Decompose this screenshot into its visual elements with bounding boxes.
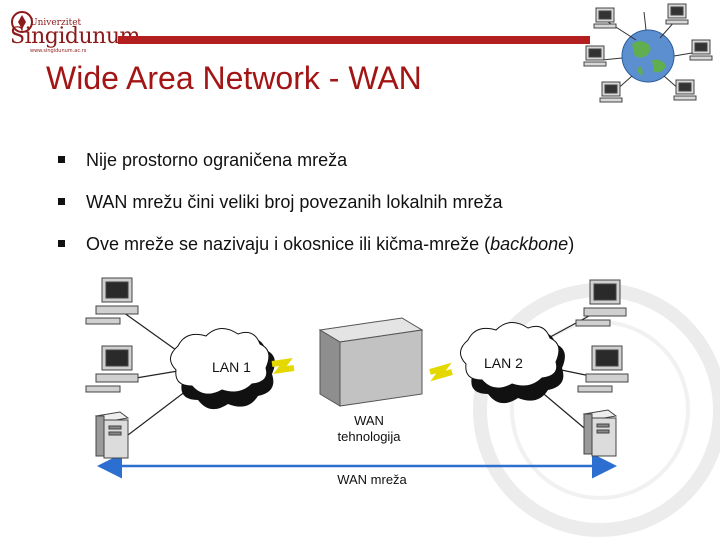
bullet-item: Nije prostorno ograničena mreža	[58, 148, 658, 190]
computer-icon	[85, 345, 139, 393]
lan2-label: LAN 2	[484, 355, 523, 371]
university-logo	[8, 8, 128, 68]
wan-tech-label: tehnologija	[338, 429, 402, 444]
logo-subtitle: Univerzitet	[30, 18, 82, 28]
bullet-text-end: )	[568, 234, 575, 254]
bullet-text: Nije prostorno ograničena mreža	[86, 150, 348, 170]
computer-icon	[673, 79, 697, 101]
computer-icon	[689, 39, 713, 61]
bullet-text-start: Ove mreže se nazivaju i okosnice ili kič…	[86, 234, 491, 254]
lightning-icon	[429, 362, 453, 382]
computer-icon	[575, 279, 627, 327]
cloud-icon	[460, 322, 565, 404]
computer-icon	[85, 277, 139, 325]
globe-icon	[621, 29, 675, 83]
network-globe-illustration	[583, 3, 713, 103]
wan-diagram: LAN 1 LAN 2 WAN tehnologija WAN mreža	[85, 277, 629, 487]
bullet-item: Ove mreže se nazivaju i okosnice ili kič…	[58, 232, 658, 274]
wan-label: WAN	[354, 413, 384, 428]
bullet-text-italic: backbone	[490, 234, 569, 254]
bullet-text: WAN mrežu čini veliki broj povezanih lok…	[86, 192, 503, 212]
logo-emblem-icon	[11, 11, 33, 33]
server-icon	[94, 411, 130, 459]
lan1-label: LAN 1	[212, 359, 251, 375]
header-accent-bar	[118, 36, 590, 44]
bullet-list: Nije prostorno ograničena mreža WAN mrež…	[58, 148, 658, 274]
wan-box-icon	[318, 317, 424, 407]
computer-icon	[599, 81, 623, 103]
computer-icon	[593, 7, 617, 29]
computer-icon	[577, 345, 629, 393]
cloud-icon	[170, 328, 275, 410]
page-title: Wide Area Network - WAN	[46, 60, 422, 96]
logo-url: www.singidunum.ac.rs	[30, 48, 87, 54]
bullet-item: WAN mrežu čini veliki broj povezanih lok…	[58, 190, 658, 232]
computer-icon	[665, 3, 689, 25]
computer-icon	[583, 45, 607, 67]
lightning-icon	[271, 358, 295, 374]
server-icon	[582, 409, 618, 457]
wan-network-label: WAN mreža	[337, 472, 407, 487]
